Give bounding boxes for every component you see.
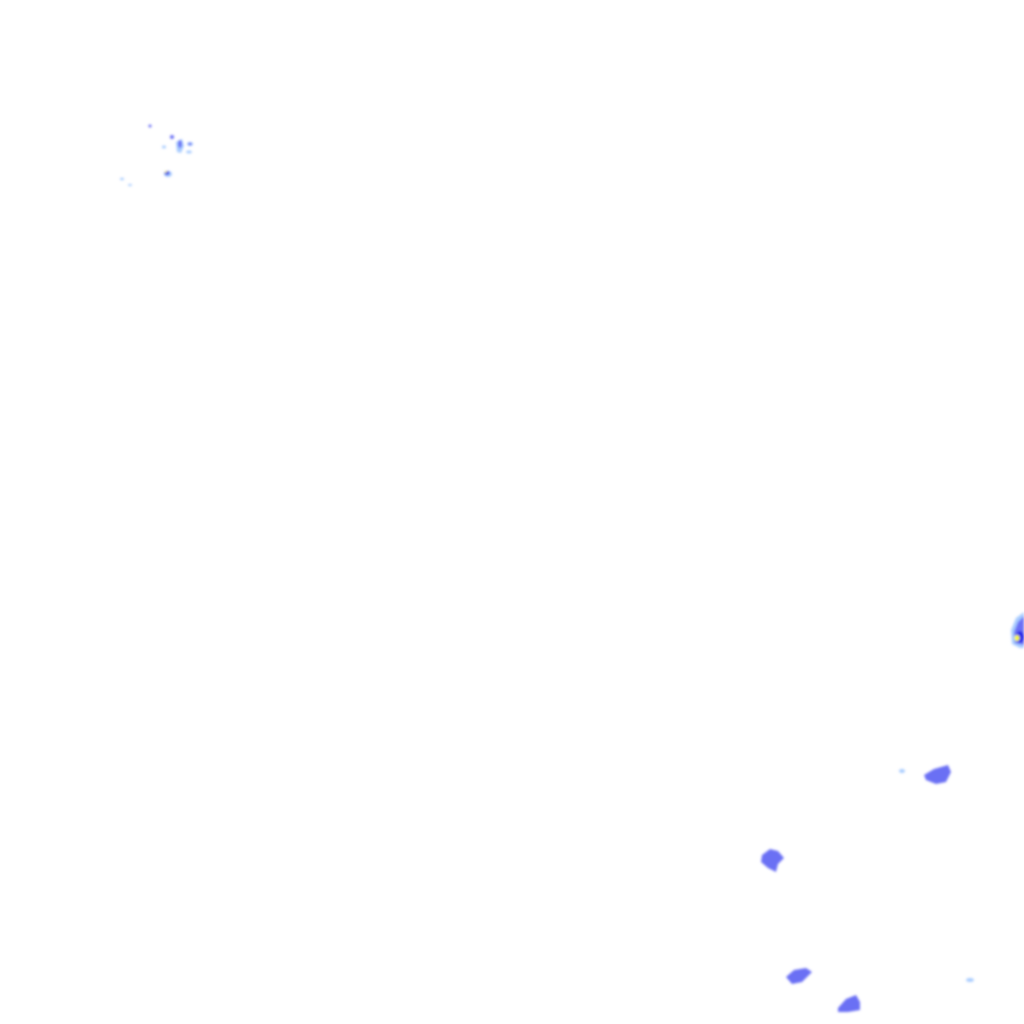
precip-cell (162, 145, 166, 149)
precip-cell (786, 968, 812, 984)
precip-cell (178, 140, 182, 148)
precip-cell (148, 124, 152, 128)
precip-cell (838, 995, 860, 1012)
precip-cell (186, 150, 192, 154)
precip-cell (120, 177, 124, 181)
precip-cell (761, 849, 784, 872)
precip-cell (165, 171, 167, 173)
precip-cell (924, 765, 951, 784)
precip-cell (966, 978, 974, 982)
precip-cell (128, 184, 132, 186)
precip-cell (1014, 635, 1020, 641)
precip-cell (188, 142, 192, 146)
precip-cell (899, 769, 905, 773)
precip-cell (170, 135, 174, 139)
